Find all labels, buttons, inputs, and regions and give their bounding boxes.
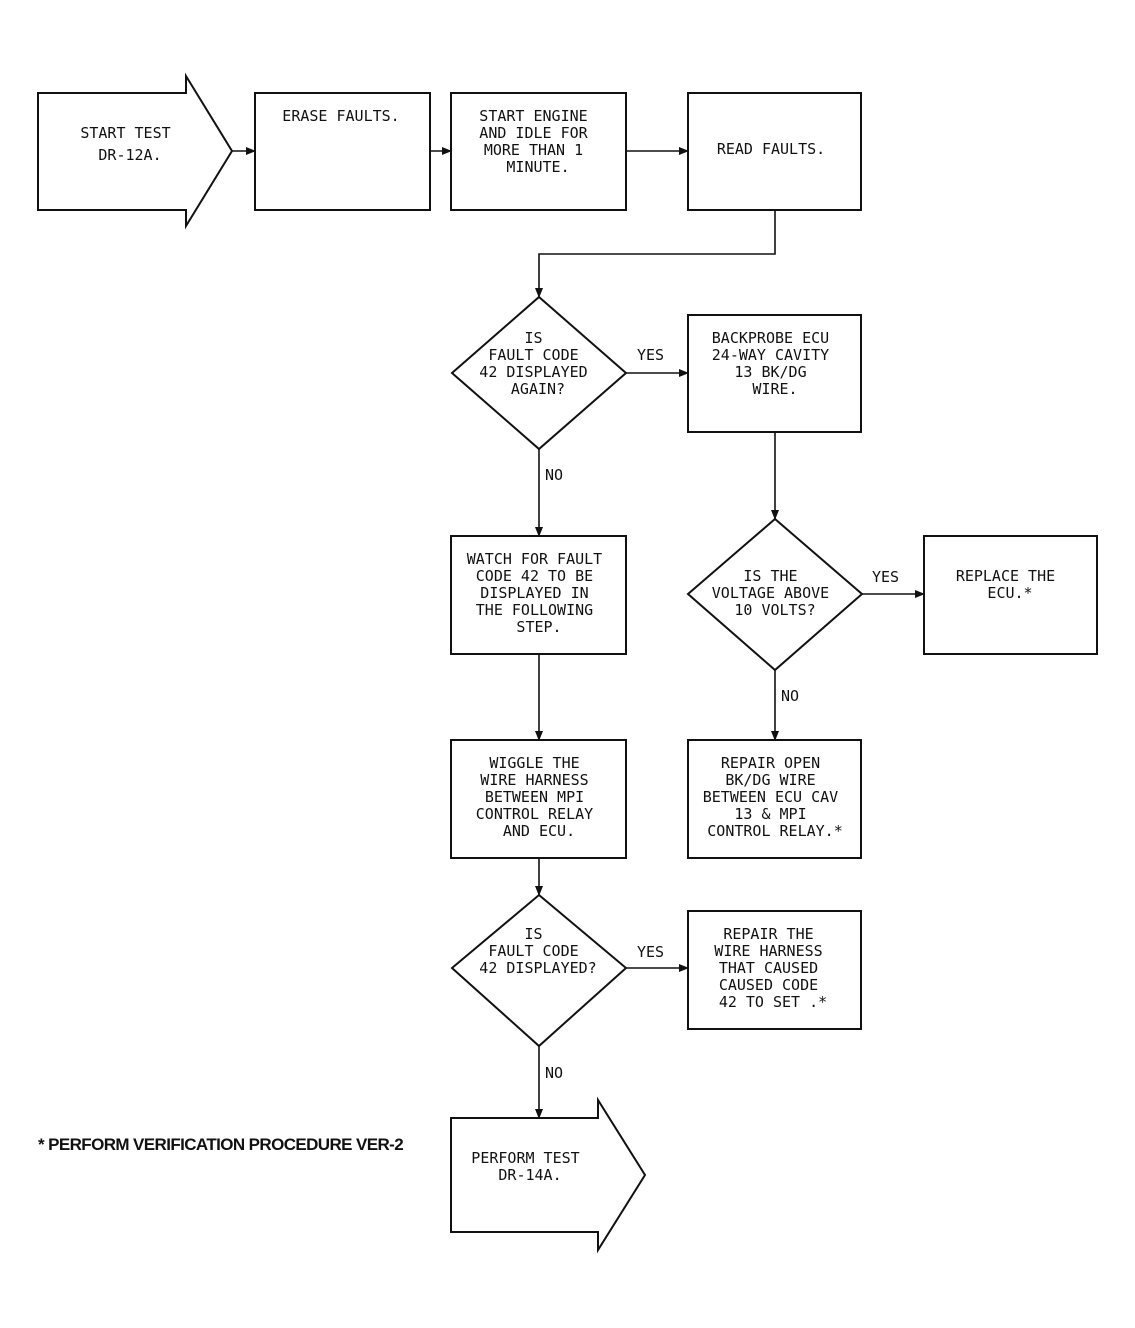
decision-again-label: IS FAULT CODE 42 DISPLAYED AGAIN? [479, 329, 596, 398]
watch-box [450, 535, 627, 655]
yes-label-again: YES [637, 346, 664, 364]
perform-test-arrow-shape [450, 1096, 647, 1254]
repair-open-label: REPAIR OPEN BK/DG WIRE BETWEEN ECU CAV 1… [703, 754, 848, 840]
replace-ecu-box [923, 535, 1098, 655]
connectors [232, 147, 925, 1119]
voltage-diamond [686, 517, 864, 672]
footnote: * PERFORM VERIFICATION PROCEDURE VER-2 [38, 1135, 403, 1154]
shapes [37, 72, 1098, 1254]
backprobe-box [687, 314, 862, 433]
start-label: START TEST DR-12A. [80, 124, 179, 164]
start-engine-box [450, 92, 627, 211]
no-label-voltage: NO [781, 687, 799, 705]
edge-labels: YES NO YES NO YES NO [545, 346, 899, 1082]
yes-label-fault: YES [637, 943, 664, 961]
no-label-fault: NO [545, 1064, 563, 1082]
decision-diamond [450, 893, 628, 1048]
decision-again-diamond [450, 295, 628, 451]
start-engine-label: START ENGINE AND IDLE FOR MORE THAN 1 MI… [479, 107, 596, 176]
node-labels: START TEST DR-12A. ERASE FAULTS. START E… [80, 107, 1064, 1184]
read-box [687, 92, 862, 211]
repair-harness-label: REPAIR THE WIRE HARNESS THAT CAUSED CAUS… [714, 925, 831, 1011]
erase-label: ERASE FAULTS. [282, 107, 399, 125]
decision-label: IS FAULT CODE 42 DISPLAYED? [479, 925, 596, 977]
yes-label-voltage: YES [872, 568, 899, 586]
voltage-label: IS THE VOLTAGE ABOVE 10 VOLTS? [712, 567, 838, 619]
erase-box [254, 92, 431, 211]
start-arrow-shape [37, 72, 234, 230]
backprobe-label: BACKPROBE ECU 24-WAY CAVITY 13 BK/DG WIR… [712, 329, 838, 398]
replace-ecu-label: REPLACE THE ECU.* [956, 567, 1064, 602]
repair-open-box [687, 739, 862, 859]
repair-harness-box [687, 910, 862, 1030]
wiggle-label: WIGGLE THE WIRE HARNESS BETWEEN MPI CONT… [476, 754, 602, 840]
read-label: READ FAULTS. [717, 140, 825, 158]
wiggle-box [450, 739, 627, 859]
no-label-again: NO [545, 466, 563, 484]
watch-label: WATCH FOR FAULT CODE 42 TO BE DISPLAYED … [467, 550, 612, 636]
perform-test-label: PERFORM TEST DR-14A. [471, 1149, 588, 1184]
edge-read-to-decision-again [535, 210, 776, 298]
